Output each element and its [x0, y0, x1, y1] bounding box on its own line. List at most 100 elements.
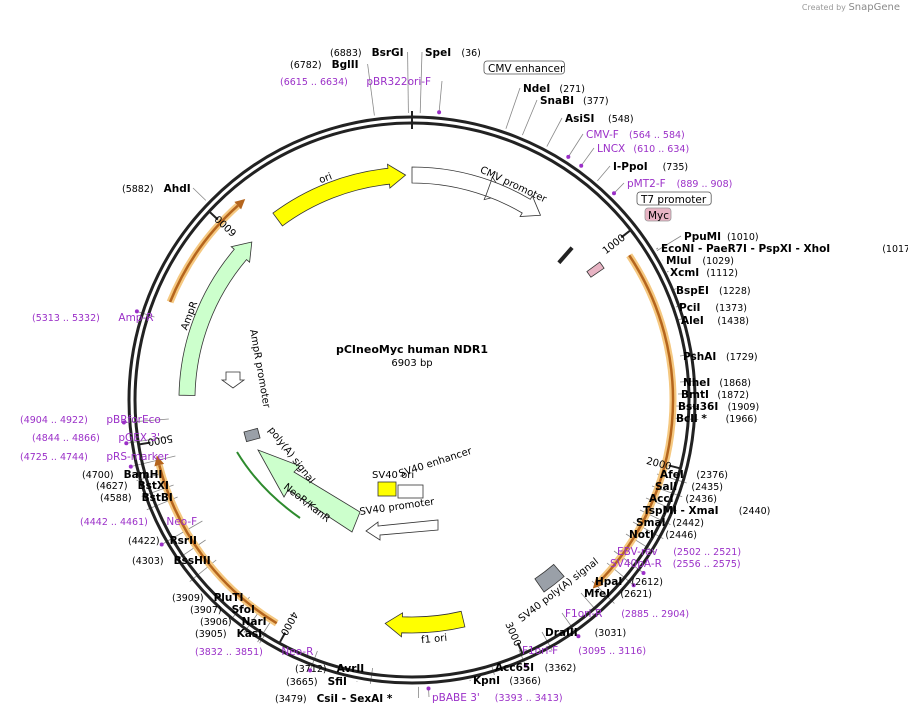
leader-line — [597, 165, 611, 182]
site-label: pBRforEco(4904 .. 4922) — [20, 414, 161, 426]
site-name: BspEI — [676, 285, 709, 297]
site-name: F1ori-R — [565, 608, 602, 620]
insert-arrowhead — [234, 199, 246, 210]
site-position: (2440) — [739, 506, 771, 517]
feature-arrow — [534, 563, 565, 593]
site-name: pBR322ori-F — [366, 76, 431, 88]
site-label: Neo-F(4442 .. 4461) — [80, 516, 197, 528]
polya-gray-box — [243, 427, 261, 443]
site-label: BclI *(1966) — [676, 413, 757, 425]
site-label: PciI(1373) — [679, 302, 747, 314]
primer-mark — [566, 154, 571, 159]
sv40-ori-label: SV40 ori — [372, 470, 414, 481]
site-position: (4422) — [128, 536, 160, 547]
neo-green-line — [236, 451, 301, 519]
site-label: F1ori-F(3095 .. 3116) — [522, 645, 646, 657]
feature-box — [483, 60, 565, 75]
site-name: HpaI — [595, 576, 622, 588]
site-label: Bsu36I(1909) — [678, 401, 759, 413]
site-label: AsiSI(548) — [565, 113, 634, 125]
site-label: KpnI(3366) — [473, 675, 541, 687]
site-label: Neo-R(3832 .. 3851) — [195, 646, 313, 658]
site-position: (6615 .. 6634) — [280, 77, 348, 88]
insert-arc — [598, 254, 675, 583]
site-name: BstXI — [138, 480, 169, 492]
site-position: (2502 .. 2521) — [673, 547, 741, 558]
site-label: BstXI(4627) — [96, 480, 169, 492]
site-label: pBR322ori-F (6615 .. 6634) — [280, 76, 431, 88]
site-label: Amp-R(5313 .. 5332) — [32, 312, 154, 324]
ruler-label: 1000 — [601, 233, 628, 257]
sv40-enhancer-box — [397, 484, 424, 499]
site-name: BmtI — [681, 389, 709, 401]
leader-line — [522, 99, 538, 136]
ruler-label: 5000 — [147, 432, 174, 447]
feature-arrow — [178, 241, 253, 396]
leader-line — [163, 520, 203, 544]
site-position: (3712) — [295, 664, 327, 675]
ruler-tick — [278, 632, 287, 644]
site-position: (1872) — [717, 390, 749, 401]
site-name: XcmI — [670, 267, 699, 279]
site-position: (2446) — [665, 530, 697, 541]
site-label: pMT2-F(889 .. 908) — [627, 178, 732, 190]
site-label: Myc — [644, 207, 672, 222]
site-label: F1ori-R(2885 .. 2904) — [565, 608, 689, 620]
site-label: XcmI(1112) — [670, 267, 738, 279]
leader-line — [407, 51, 409, 114]
ruler-label: 4000 — [278, 609, 300, 637]
site-name: SfoI — [232, 604, 255, 616]
site-label: Acc65I(3362) — [495, 662, 576, 674]
site-label: DraIII(3031) — [545, 627, 626, 639]
site-label: T7 promoter — [636, 191, 712, 206]
site-label: pRS-marker(4725 .. 4744) — [20, 451, 169, 463]
site-label: SV40pA-R(2556 .. 2575) — [610, 558, 741, 570]
site-position: (1017) — [882, 244, 908, 255]
site-name: pBABE 3' — [432, 692, 480, 704]
site-label: BspEI (1228) — [676, 285, 751, 297]
leader-line — [128, 436, 168, 444]
site-label: BglII(6782) — [290, 59, 359, 71]
sv40-promoter-arrow — [365, 519, 439, 541]
site-position: (3905) — [195, 629, 227, 640]
site-name: F1ori-F — [522, 645, 558, 657]
site-name: BclI * — [676, 413, 707, 425]
feature-arrow — [384, 610, 466, 638]
site-label: SfoI (3907) — [190, 604, 255, 616]
site-position: (5882) — [122, 184, 154, 195]
primer-mark — [523, 663, 528, 668]
ruler-tick — [620, 229, 632, 239]
site-position: (735) — [663, 162, 689, 173]
site-position: (4844 .. 4866) — [32, 433, 100, 444]
site-position: (3906) — [200, 617, 232, 628]
site-position: (3031) — [595, 628, 627, 639]
feature-name: T7 promoter — [640, 194, 707, 206]
site-position: (1029) — [702, 256, 734, 267]
site-labels: BsrGI(6883)SpeI(36)BglII(6782)pBR322ori-… — [20, 47, 908, 705]
primer-mark — [134, 309, 139, 314]
site-name: EcoNI - PaeR7I - PspXI - XhoI — [661, 243, 830, 255]
site-position: (1228) — [719, 286, 751, 297]
primer-mark — [121, 420, 126, 425]
sv40-ori-box — [377, 481, 397, 497]
credit-brand: SnapGene — [848, 2, 900, 13]
site-label: AhdI(5882) — [122, 183, 191, 195]
site-position: (3909) — [172, 593, 204, 604]
site-name: pGEX 3' — [118, 432, 160, 444]
site-position: (1868) — [719, 378, 751, 389]
site-name: CMV-F — [586, 129, 619, 141]
site-position: (564 .. 584) — [629, 130, 685, 141]
site-label: SalI(2435) — [655, 481, 723, 493]
site-name: TspMI - XmaI — [643, 505, 719, 517]
site-label: MluI(1029) — [666, 255, 734, 267]
site-name: PshAI — [683, 351, 716, 363]
site-name: pRS-marker — [106, 451, 169, 463]
site-name: PciI — [679, 302, 700, 314]
site-position: (4442 .. 4461) — [80, 517, 148, 528]
site-position: (3907) — [190, 605, 222, 616]
leader-line — [546, 117, 563, 147]
site-label: CMV enhancer — [483, 60, 565, 75]
site-label: EcoNI - PaeR7I - PspXI - XhoI (1017) — [661, 243, 908, 255]
site-position: (1438) — [717, 316, 749, 327]
site-position: (3479) — [275, 694, 307, 705]
